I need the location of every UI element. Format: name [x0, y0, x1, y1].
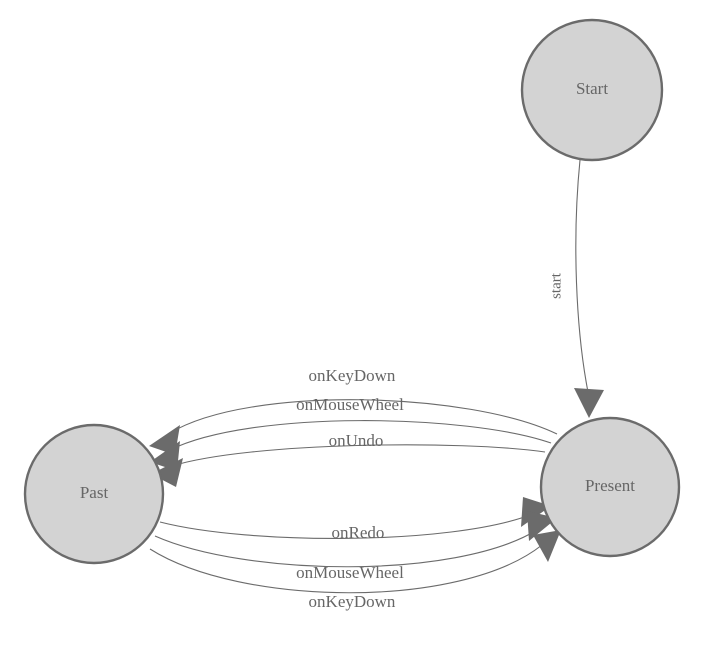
- node-past-circle: [23, 423, 165, 565]
- node-start[interactable]: Start: [520, 18, 664, 162]
- edge-label-onundo: onUndo: [329, 431, 384, 450]
- arrowhead-icon: [151, 458, 183, 487]
- edge-label-onredo: onRedo: [332, 523, 385, 542]
- edge-present-to-past-onundo[interactable]: onUndo: [151, 431, 546, 487]
- edge-path: [149, 544, 543, 594]
- edge-path: [171, 444, 546, 467]
- edge-path: [169, 399, 558, 435]
- edge-label-start: start: [548, 272, 564, 299]
- node-present-circle: [539, 416, 681, 558]
- edge-past-to-present-onkeydown[interactable]: onKeyDown: [149, 530, 561, 611]
- edge-label-onmousewheel-lower: onMouseWheel: [296, 563, 404, 582]
- edge-start-to-present[interactable]: start: [548, 159, 604, 418]
- node-present[interactable]: Present: [539, 416, 681, 558]
- edge-label-onkeydown-lower: onKeyDown: [309, 592, 396, 611]
- edge-past-to-present-onmousewheel[interactable]: onMouseWheel: [154, 511, 557, 582]
- edge-path: [159, 514, 531, 539]
- edge-path: [575, 159, 589, 393]
- arrowhead-icon: [574, 388, 604, 418]
- edge-path: [154, 529, 538, 568]
- edge-path: [169, 420, 552, 451]
- edge-past-to-present-onredo[interactable]: onRedo: [159, 497, 551, 542]
- node-past-label: Past: [80, 483, 109, 502]
- arrowhead-icon: [533, 530, 561, 562]
- edge-label-onmousewheel-upper: onMouseWheel: [296, 395, 404, 414]
- node-present-label: Present: [585, 476, 635, 495]
- node-start-circle: [520, 18, 664, 162]
- node-start-label: Start: [576, 79, 608, 98]
- node-past[interactable]: Past: [23, 423, 165, 565]
- edge-label-onkeydown-upper: onKeyDown: [309, 366, 396, 385]
